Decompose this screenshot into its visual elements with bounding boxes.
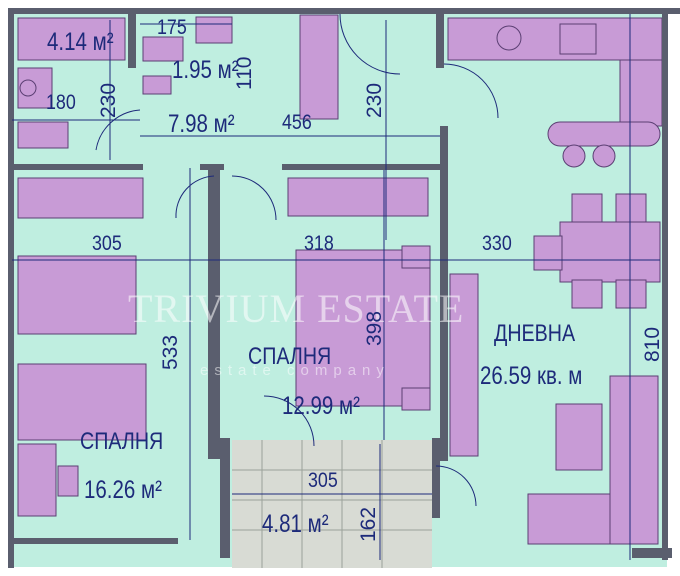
terrace-door-swing bbox=[263, 395, 315, 447]
bedroom-mid-wardrobe bbox=[287, 177, 429, 217]
name-bedroom-left: СПАЛНЯ bbox=[80, 428, 164, 455]
double-bed bbox=[295, 249, 431, 407]
sofa-side bbox=[609, 375, 659, 545]
wall-bottom-left bbox=[8, 538, 178, 544]
nightstand bbox=[401, 387, 431, 411]
nightstand bbox=[401, 245, 431, 269]
dim-bath-width: 175 bbox=[157, 16, 187, 39]
terrace-floor bbox=[232, 440, 432, 568]
dim-hall-width: 456 bbox=[282, 111, 312, 134]
terrace-tiles bbox=[232, 440, 432, 568]
kitchen-counter-side bbox=[619, 59, 663, 127]
name-bedroom-mid: СПАЛНЯ bbox=[248, 343, 332, 370]
bathtub bbox=[17, 17, 126, 61]
dining-chair bbox=[615, 279, 647, 309]
terrace-door-swing-2 bbox=[435, 465, 477, 507]
area-bedroom-mid: 12.99 м² bbox=[282, 392, 360, 420]
wall-terrace-right bbox=[432, 438, 440, 518]
walls bbox=[8, 8, 680, 568]
dim-bedroom-left-width: 305 bbox=[92, 232, 122, 255]
dim-bedroom-left-height: 533 bbox=[159, 334, 182, 370]
area-hall: 7.98 м² bbox=[168, 110, 235, 138]
area-wc: 1.95 м² bbox=[172, 56, 239, 84]
dimension-lines bbox=[12, 14, 660, 560]
dim-hall-height: 230 bbox=[363, 82, 386, 118]
area-bedroom-left: 16.26 м² bbox=[84, 476, 162, 504]
tv-stand bbox=[449, 273, 479, 457]
desk bbox=[17, 443, 57, 517]
single-bed bbox=[17, 255, 137, 335]
dining-chair bbox=[571, 193, 603, 223]
wc-sink bbox=[195, 16, 233, 44]
dining-table bbox=[559, 221, 661, 283]
bar-stool bbox=[562, 144, 586, 168]
bedroom-left-wardrobe bbox=[17, 177, 144, 219]
wall-kitchen bbox=[436, 8, 444, 68]
washing-machine bbox=[142, 75, 172, 95]
dim-bedroom-mid-width: 318 bbox=[304, 232, 334, 255]
wall-bedrooms-divider bbox=[208, 164, 220, 459]
furniture bbox=[17, 14, 663, 545]
bedroom-mid-door-swing bbox=[231, 175, 277, 221]
desk-chair bbox=[57, 465, 79, 497]
dining-chair bbox=[615, 193, 647, 223]
entrance-door-swing bbox=[339, 13, 401, 75]
coffee-table bbox=[555, 403, 603, 471]
dim-bedroom-mid-height: 398 bbox=[363, 310, 386, 346]
living-door-swing bbox=[443, 63, 499, 119]
area-terrace: 4.81 м² bbox=[262, 510, 329, 538]
dim-living-width: 330 bbox=[482, 232, 512, 255]
wall-bath bbox=[128, 8, 136, 68]
area-living: 26.59 кв. м bbox=[480, 362, 583, 390]
wall-bedroom-top-left bbox=[8, 164, 143, 170]
dim-bath-height: 230 bbox=[97, 82, 120, 118]
watermark-tagline: estate company bbox=[200, 362, 390, 379]
dim-terrace-height: 162 bbox=[357, 506, 380, 542]
bath-door-swing bbox=[95, 109, 141, 151]
area-bathroom: 4.14 м² bbox=[47, 28, 114, 56]
wall-living bbox=[440, 126, 448, 461]
bar-stool bbox=[592, 144, 616, 168]
wall-bottom-right bbox=[632, 548, 672, 558]
wall-terrace-left bbox=[220, 438, 230, 558]
hall-wardrobe bbox=[299, 14, 339, 120]
kitchen-bar bbox=[547, 121, 661, 147]
bath-toilet bbox=[17, 121, 69, 149]
wall-left bbox=[8, 8, 14, 568]
wc-toilet bbox=[142, 36, 184, 62]
dining-chair bbox=[571, 279, 603, 309]
bedroom-left-door-swing bbox=[175, 175, 215, 219]
dining-chair bbox=[533, 235, 563, 271]
wall-top bbox=[8, 8, 680, 14]
dim-living-height: 810 bbox=[641, 326, 664, 362]
name-living: ДНЕВНА bbox=[494, 320, 576, 347]
wall-bedroom-top-right bbox=[282, 164, 446, 170]
dim-bath-lower: 180 bbox=[46, 91, 76, 114]
single-bed bbox=[17, 363, 147, 441]
wall-right bbox=[662, 8, 668, 560]
watermark-brand: TRIVIUM ESTATE bbox=[128, 286, 465, 331]
doors bbox=[95, 13, 499, 507]
dim-terrace-width: 305 bbox=[308, 469, 338, 492]
bath-sink bbox=[17, 67, 53, 109]
